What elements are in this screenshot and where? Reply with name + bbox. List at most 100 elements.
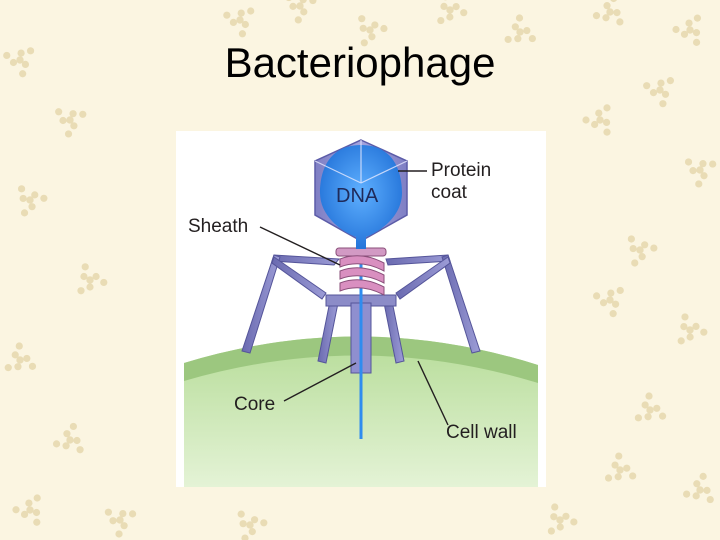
molecule-atom	[684, 158, 693, 166]
molecule-atom	[80, 272, 88, 281]
molecule-atom	[700, 172, 708, 180]
molecule-atom	[623, 464, 631, 472]
molecule-cluster	[677, 313, 708, 345]
molecule-atom	[120, 522, 128, 530]
molecule-atom	[607, 289, 615, 297]
molecule-atom	[562, 512, 570, 520]
molecule-atom	[699, 472, 707, 480]
molecule-atom	[28, 362, 37, 370]
molecule-atom	[609, 310, 617, 318]
molecule-atom	[606, 8, 614, 16]
molecule-atom	[16, 56, 24, 64]
molecule-atom	[666, 77, 675, 85]
molecule-atom	[680, 30, 689, 38]
molecule-atom	[693, 480, 701, 488]
molecule-atom	[606, 296, 614, 304]
molecule-atom	[238, 30, 247, 38]
molecule-atom	[657, 79, 665, 87]
molecule-atom	[446, 6, 454, 14]
molecule-atom	[504, 35, 512, 44]
molecule-atom	[641, 401, 649, 409]
molecule-atom	[4, 364, 12, 372]
molecule-atom	[602, 14, 610, 22]
molecule-atom	[19, 194, 27, 203]
molecule-atom	[366, 26, 374, 34]
molecule-atom	[59, 116, 67, 125]
molecule-cluster	[684, 158, 717, 188]
molecule-atom	[446, 13, 454, 21]
molecule-atom	[644, 413, 652, 421]
molecule-atom	[686, 326, 694, 334]
molecule-atom	[294, 16, 302, 24]
molecule-atom	[260, 519, 268, 527]
molecule-atom	[21, 60, 30, 69]
molecule-cluster	[592, 0, 624, 26]
molecule-atom	[699, 160, 707, 168]
molecule-atom	[659, 100, 667, 108]
molecule-cluster	[286, 0, 317, 24]
molecule-cluster	[504, 14, 536, 44]
protein-coat-label-line2: coat	[431, 182, 468, 203]
molecule-atom	[653, 404, 661, 412]
molecule-cluster	[593, 286, 624, 318]
molecule-atom	[20, 510, 29, 519]
molecule-atom	[656, 86, 664, 94]
molecule-atom	[86, 283, 94, 291]
molecule-atom	[223, 11, 231, 19]
molecule-atom	[309, 0, 317, 5]
molecule-atom	[692, 38, 701, 46]
molecule-atom	[81, 263, 89, 271]
molecule-cluster	[634, 392, 667, 422]
molecule-atom	[358, 15, 366, 23]
molecule-atom	[709, 160, 717, 168]
molecule-atom	[12, 506, 20, 514]
molecule-atom	[92, 272, 100, 281]
molecule-atom	[638, 253, 646, 261]
dna-label: DNA	[336, 185, 379, 207]
molecule-atom	[570, 518, 578, 526]
molecule-atom	[516, 28, 524, 36]
tail-fibers	[241, 254, 481, 364]
molecule-atom	[551, 503, 559, 511]
molecule-atom	[514, 35, 522, 43]
molecule-atom	[440, 2, 448, 10]
molecule-atom	[66, 116, 74, 124]
molecule-atom	[602, 118, 611, 126]
molecule-atom	[610, 0, 617, 3]
molecule-atom	[63, 430, 71, 438]
molecule-atom	[286, 0, 292, 2]
molecule-atom	[15, 342, 23, 350]
molecule-atom	[371, 21, 379, 29]
molecule-cluster	[582, 104, 611, 136]
molecule-atom	[700, 328, 708, 336]
molecule-atom	[20, 209, 29, 217]
molecule-atom	[603, 128, 611, 136]
molecule-atom	[593, 292, 601, 300]
molecule-atom	[237, 510, 245, 518]
molecule-atom	[229, 18, 238, 26]
molecule-atom	[686, 26, 694, 34]
molecule-atom	[611, 300, 620, 308]
molecule-atom	[28, 203, 36, 211]
molecule-atom	[236, 16, 244, 24]
molecule-cluster	[3, 47, 35, 78]
molecule-atom	[73, 436, 81, 445]
molecule-cluster	[358, 15, 388, 47]
molecule-atom	[300, 8, 308, 16]
molecule-atom	[547, 527, 555, 535]
molecule-cluster	[55, 108, 87, 138]
molecule-atom	[40, 194, 48, 202]
molecule-atom	[611, 461, 619, 469]
molecule-atom	[661, 90, 670, 98]
molecule-atom	[55, 108, 63, 116]
molecule-atom	[641, 241, 649, 249]
molecule-cluster	[547, 503, 578, 535]
sheath-label: Sheath	[188, 216, 248, 237]
molecule-atom	[17, 185, 26, 193]
molecule-atom	[360, 39, 368, 47]
molecule-atom	[616, 286, 624, 295]
molecule-atom	[523, 26, 531, 35]
molecule-cluster	[4, 342, 37, 372]
molecule-atom	[696, 166, 704, 174]
molecule-atom	[703, 486, 711, 494]
